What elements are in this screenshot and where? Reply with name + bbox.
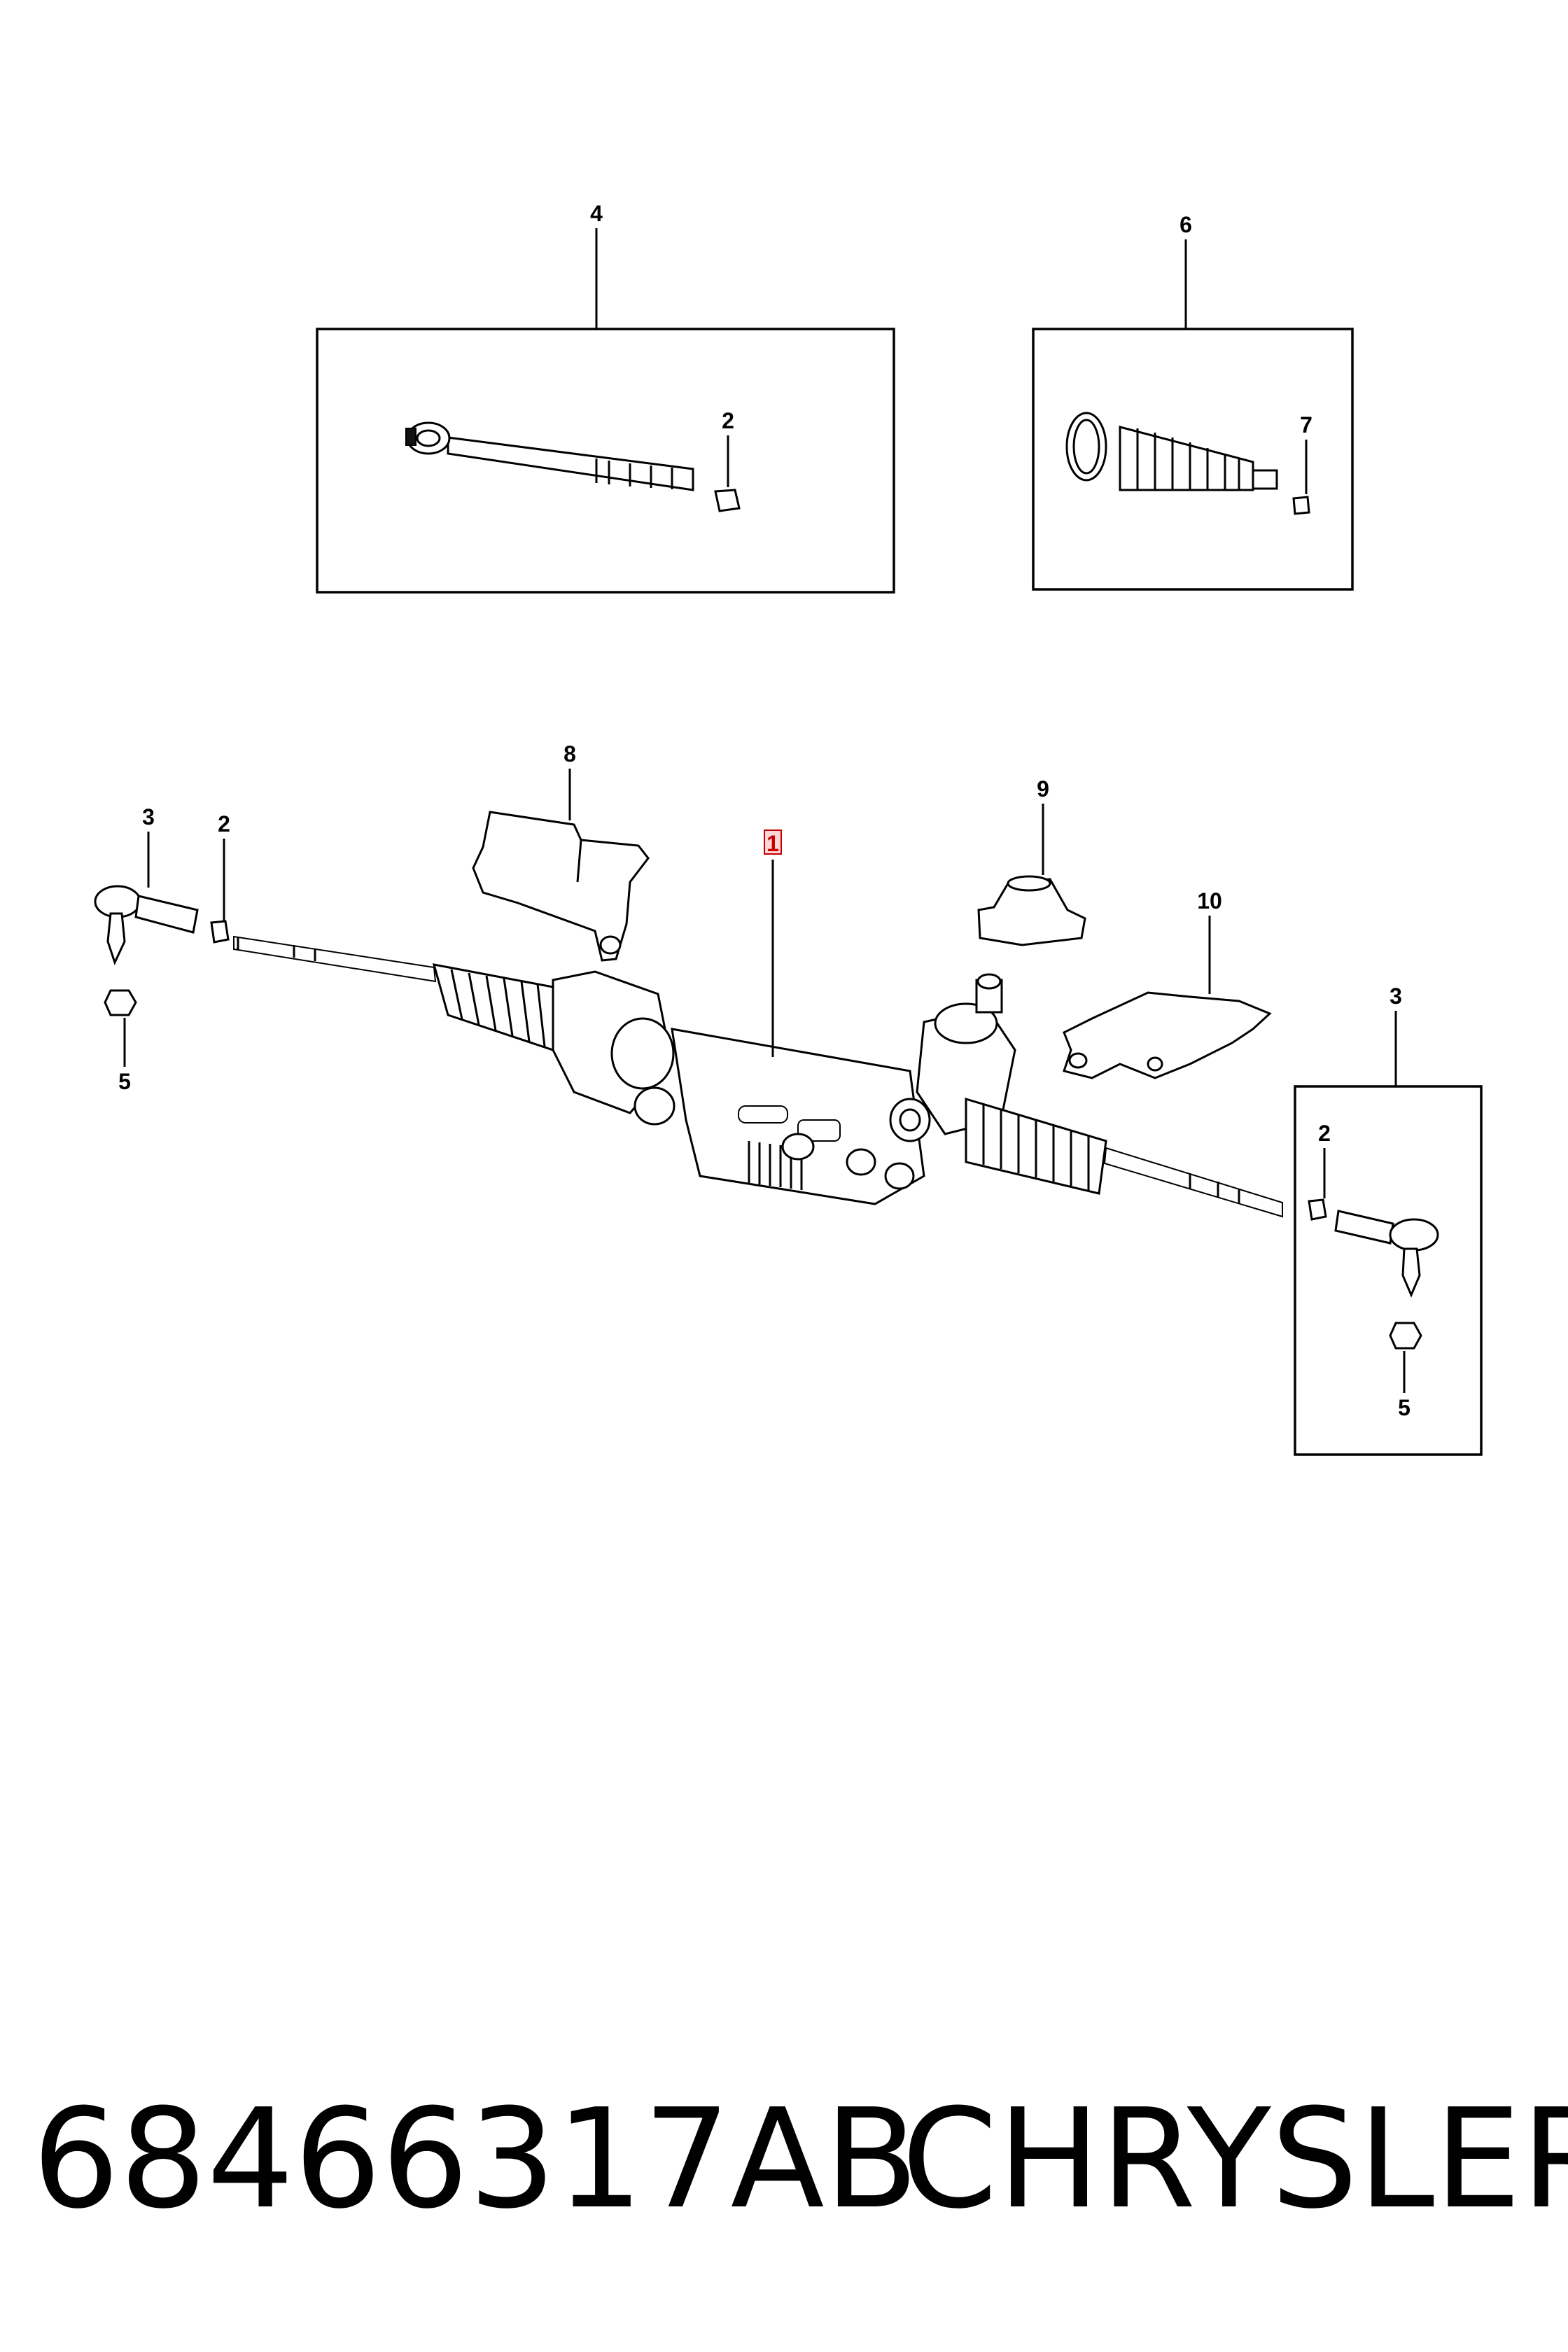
boot-kit-box: 6 7: [1032, 212, 1354, 591]
callout-10: 10: [1197, 888, 1222, 913]
left-tie-rod-end: 3 2 5: [94, 804, 230, 1094]
callout-2-left: 2: [218, 811, 230, 836]
right-jam-nut: [1308, 1198, 1327, 1221]
heat-shield-left: 8: [472, 741, 650, 962]
heat-shield-right: 10: [1063, 888, 1272, 1079]
callout-2-right: 2: [1318, 1121, 1331, 1146]
right-tie-rod-end-box: 3 2 5: [1294, 983, 1483, 1456]
callout-5-left: 5: [118, 1069, 131, 1094]
boot-clamp: [1065, 412, 1107, 482]
callout-2-box4: 2: [722, 408, 734, 433]
inner-tie-rod-box: 4 2: [316, 201, 895, 594]
callout-9: 9: [1037, 776, 1049, 802]
callout-6: 6: [1180, 212, 1192, 237]
brand-name: CHRYSLER: [902, 2080, 1568, 2239]
part-number: 68466317AB: [32, 2080, 918, 2239]
callout-3-left: 3: [142, 804, 155, 830]
pinion-seal-bushing: 9: [977, 776, 1086, 946]
jam-nut: [714, 489, 741, 512]
boot-clip: [1292, 496, 1310, 515]
right-nut: [1389, 1322, 1422, 1350]
callout-4: 4: [590, 201, 603, 226]
left-nut: [104, 989, 137, 1016]
callout-7: 7: [1300, 412, 1312, 438]
rack-boot: [1119, 426, 1278, 491]
callout-1: 1: [766, 831, 779, 856]
left-jam-nut: [210, 920, 230, 944]
callout-3-right: 3: [1390, 983, 1402, 1009]
callout-8: 8: [564, 741, 576, 766]
callout-5-right: 5: [1398, 1395, 1410, 1420]
steering-gear-assembly: [233, 935, 1283, 1218]
inner-tie-rod: [405, 421, 694, 491]
